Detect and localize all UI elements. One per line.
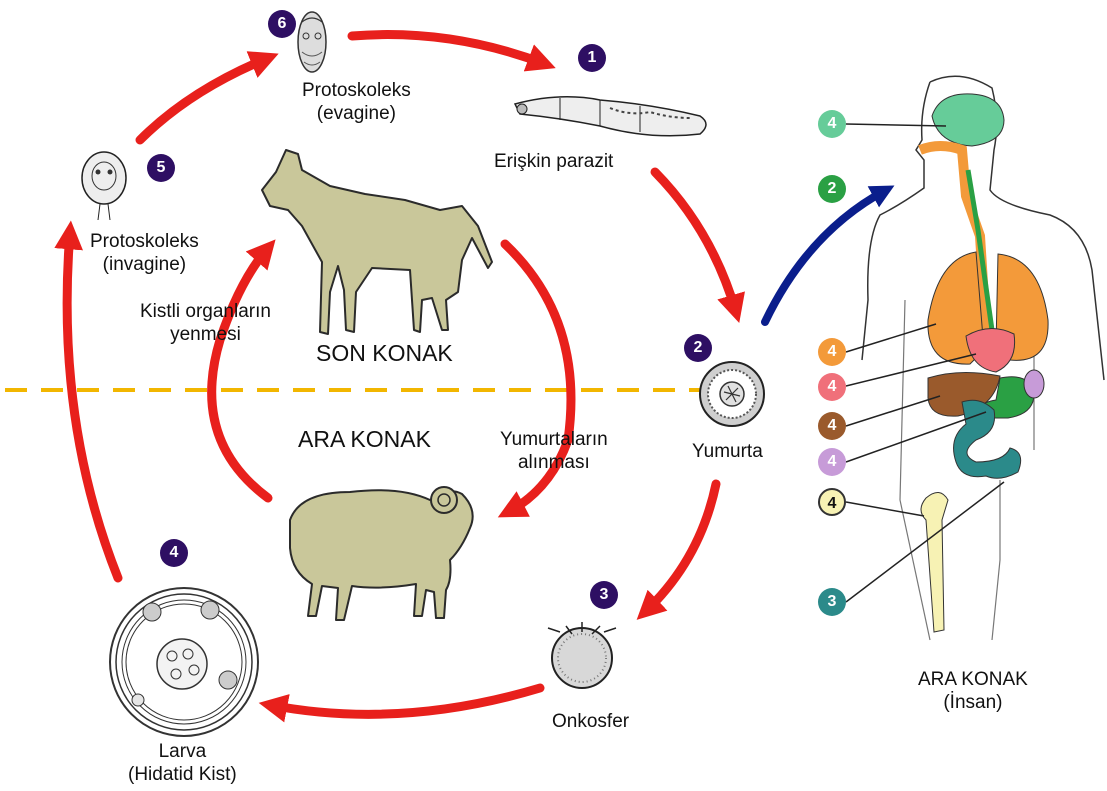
- label-protoskoleks-invagine: Protoskoleks (invagine): [90, 230, 199, 276]
- cycle-arrows: [67, 35, 736, 715]
- arrow-oncosphere-to-larva: [270, 688, 540, 714]
- label-ara-konak-insan-line1: ARA KONAK: [918, 668, 1028, 691]
- label-larva-line2: (Hidatid Kist): [128, 763, 237, 786]
- sheep-image: [290, 487, 473, 620]
- label-kistli-organlar-line1: Kistli organların: [140, 300, 271, 323]
- label-yumurta: Yumurta: [692, 440, 763, 463]
- organ-badge-spleen: 4: [818, 448, 846, 476]
- dog-image: [262, 150, 492, 334]
- arrow-invagine-to-evagine: [140, 58, 268, 140]
- brain-organ: [932, 94, 1004, 146]
- label-protoskoleks-evagine-line2: (evagine): [302, 102, 411, 125]
- label-kistli-organlar-line2: yenmesi: [140, 323, 271, 346]
- protoscolex-evagine-image: [298, 12, 326, 72]
- organ-badge-mouth: 2: [818, 175, 846, 203]
- stage-badge-1: 1: [578, 44, 606, 72]
- label-larva-line1: Larva: [128, 740, 237, 763]
- heart-organ: [966, 328, 1015, 372]
- label-ara-konak: ARA KONAK: [298, 426, 431, 452]
- organ-badge-heart: 4: [818, 373, 846, 401]
- label-ara-konak-insan-line2: (İnsan): [918, 691, 1028, 714]
- protoscolex-invagine-image: [82, 152, 126, 220]
- label-yumurtalarin-alinmasi-line1: Yumurtaların: [500, 428, 608, 451]
- organ-badge-bone: 4: [818, 488, 846, 516]
- adult-tapeworm-image: [515, 97, 706, 136]
- organ-badge-intestine: 3: [818, 588, 846, 616]
- femur-bone: [921, 492, 948, 632]
- spleen-organ: [1024, 370, 1044, 398]
- label-yumurtalarin-alinmasi: Yumurtaların alınması: [500, 428, 608, 474]
- label-larva: Larva (Hidatid Kist): [128, 740, 237, 786]
- egg-image: [700, 362, 764, 426]
- stage-badge-4: 4: [160, 539, 188, 567]
- label-onkosfer: Onkosfer: [552, 710, 629, 733]
- label-protoskoleks-invagine-line2: (invagine): [90, 253, 199, 276]
- stage-badge-2: 2: [684, 334, 712, 362]
- label-protoskoleks-evagine-line1: Protoskoleks: [302, 79, 411, 102]
- stage-badge-3: 3: [590, 581, 618, 609]
- arrow-sheep-to-dog: [212, 248, 268, 498]
- hydatid-cyst-image: [110, 588, 258, 736]
- human-figure: [862, 76, 1104, 640]
- stage-badge-5: 5: [147, 154, 175, 182]
- label-ara-konak-insan: ARA KONAK (İnsan): [918, 668, 1028, 714]
- label-protoskoleks-evagine: Protoskoleks (evagine): [302, 79, 411, 125]
- arrow-egg-to-oncosphere: [645, 484, 716, 612]
- stage-badge-6: 6: [268, 10, 296, 38]
- arrow-scolex-to-adult: [352, 35, 545, 64]
- label-yumurtalarin-alinmasi-line2: alınması: [500, 451, 608, 474]
- oncosphere-image: [548, 622, 616, 688]
- organ-badge-liver: 4: [818, 412, 846, 440]
- arrow-adult-to-egg: [655, 172, 736, 312]
- label-eriskin-parazit: Erişkin parazit: [494, 150, 613, 173]
- organ-badge-brain: 4: [818, 110, 846, 138]
- label-son-konak: SON KONAK: [316, 340, 453, 366]
- label-kistli-organlar: Kistli organların yenmesi: [140, 300, 271, 346]
- label-protoskoleks-invagine-line1: Protoskoleks: [90, 230, 199, 253]
- organ-badge-lung: 4: [818, 338, 846, 366]
- arrow-larva-to-invagine: [67, 232, 118, 578]
